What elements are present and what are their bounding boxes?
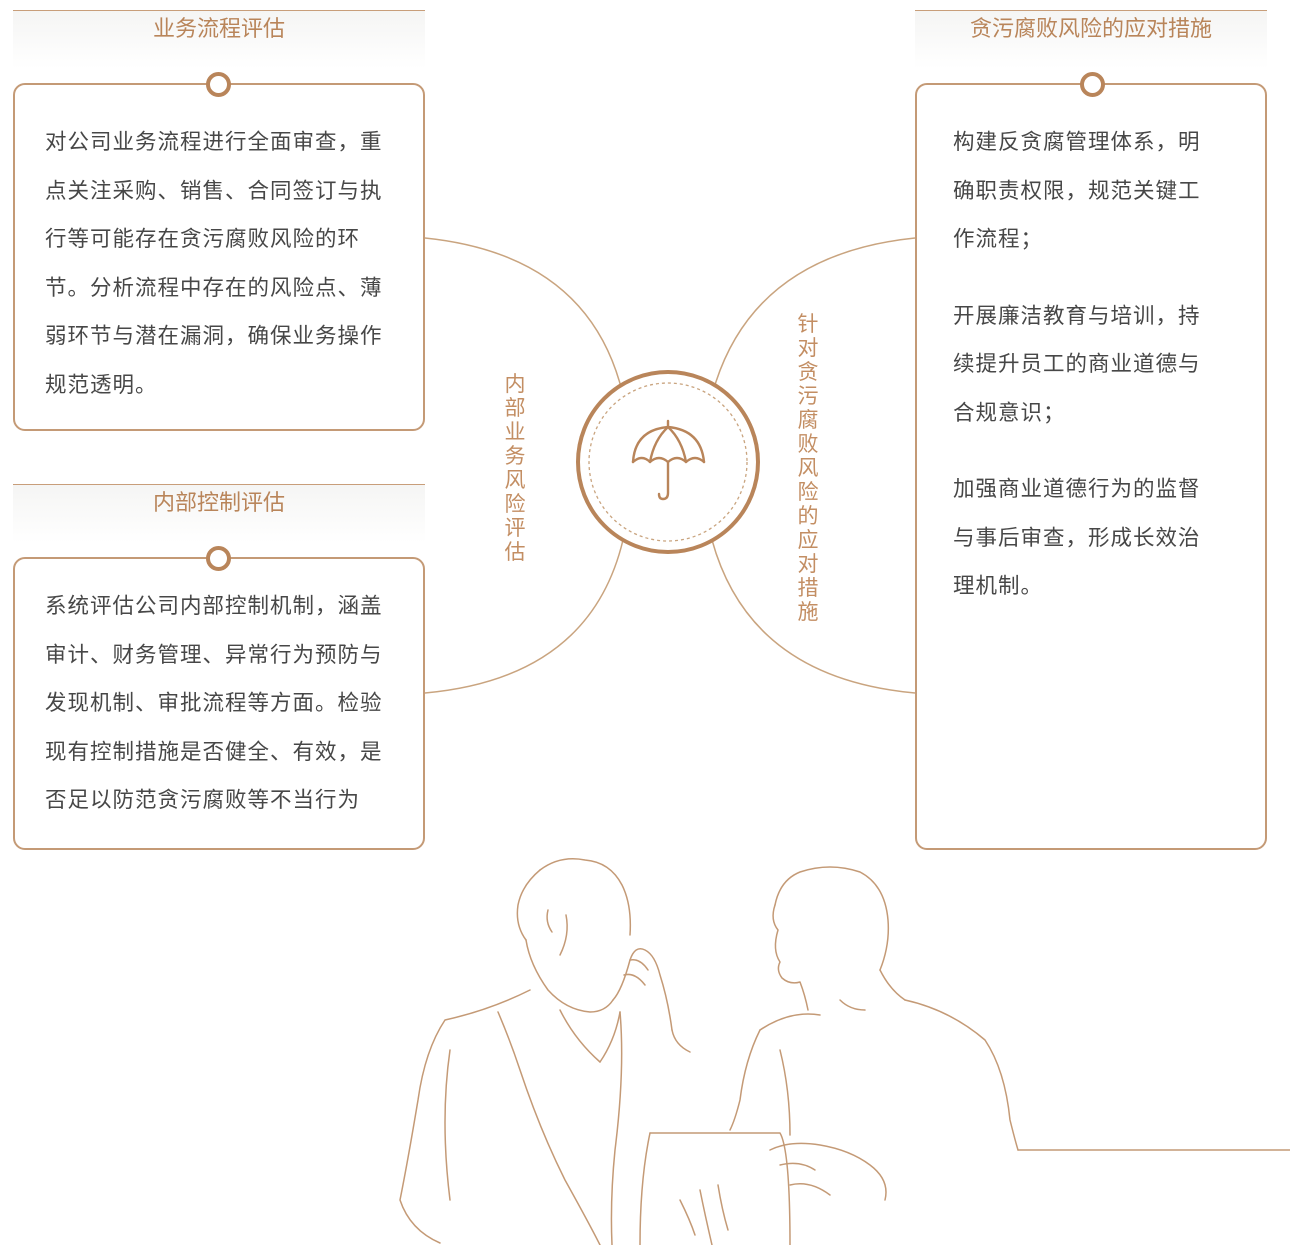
card-line: 开展廉洁教育与培训，持 — [953, 303, 1201, 329]
card-line: 理机制。 — [953, 574, 1044, 599]
card-line: 续提升员工的商业道德与 — [953, 352, 1201, 377]
card-line: 行等可能存在贪污腐败风险的环 — [45, 227, 361, 252]
card-line: 与事后审查，形成长效治 — [953, 525, 1201, 551]
card-line: 作流程； — [953, 227, 1044, 252]
internal-risk-assessment-label: 内部业务风险评估 — [504, 372, 526, 564]
card-line: 合规意识； — [953, 400, 1066, 426]
card-line: 否足以防范贪污腐败等不当行为 — [45, 788, 361, 813]
connector-right-bottom — [711, 539, 916, 694]
internal-control-card: 系统评估公司内部控制机制，涵盖 审计、财务管理、异常行为预防与 发现机制、审批流… — [13, 557, 425, 850]
section-title: 业务流程评估 — [152, 17, 285, 42]
card-line: 点关注采购、销售、合同签订与执 — [45, 178, 383, 204]
section-header-countermeasures: 贪污腐败风险的应对措施 — [915, 10, 1267, 69]
circle-marker — [206, 72, 231, 97]
card-line: 对公司业务流程进行全面审查，重 — [45, 130, 383, 155]
card-line: 节。分析流程中存在的风险点、薄 — [45, 275, 383, 301]
connector-left-top — [424, 237, 624, 396]
countermeasures-card: 构建反贪腐管理体系，明 确职责权限，规范关键工 作流程； 开展廉洁教育与培训，持… — [915, 83, 1267, 850]
card-line: 加强商业道德行为的监督 — [953, 477, 1201, 502]
circle-marker — [206, 546, 231, 571]
card-line: 审计、财务管理、异常行为预防与 — [45, 642, 383, 668]
anti-corruption-measures-label: 针对贪污腐败风险的应对措施 — [797, 312, 819, 624]
umbrella-icon — [631, 419, 706, 501]
connector-right-top — [711, 237, 916, 396]
card-line: 弱环节与潜在漏洞，确保业务操作 — [45, 324, 383, 349]
section-title: 内部控制评估 — [152, 491, 285, 516]
people-illustration — [399, 858, 1290, 1245]
card-line: 现有控制措施是否健全、有效，是 — [45, 739, 383, 765]
card-line: 规范透明。 — [45, 372, 158, 398]
connector-left-bottom — [424, 539, 624, 694]
section-header-internal-control: 内部控制评估 — [13, 484, 425, 543]
circle-marker — [1080, 72, 1105, 97]
center-emblem — [576, 370, 760, 554]
business-process-card: 对公司业务流程进行全面审查，重 点关注采购、销售、合同签订与执 行等可能存在贪污… — [13, 83, 425, 431]
card-line: 系统评估公司内部控制机制，涵盖 — [45, 594, 383, 619]
card-line: 确职责权限，规范关键工 — [953, 178, 1201, 204]
card-line: 发现机制、审批流程等方面。检验 — [45, 691, 383, 716]
section-title: 贪污腐败风险的应对措施 — [969, 17, 1212, 42]
section-header-business-process: 业务流程评估 — [13, 10, 425, 69]
card-line: 构建反贪腐管理体系，明 — [953, 130, 1201, 155]
